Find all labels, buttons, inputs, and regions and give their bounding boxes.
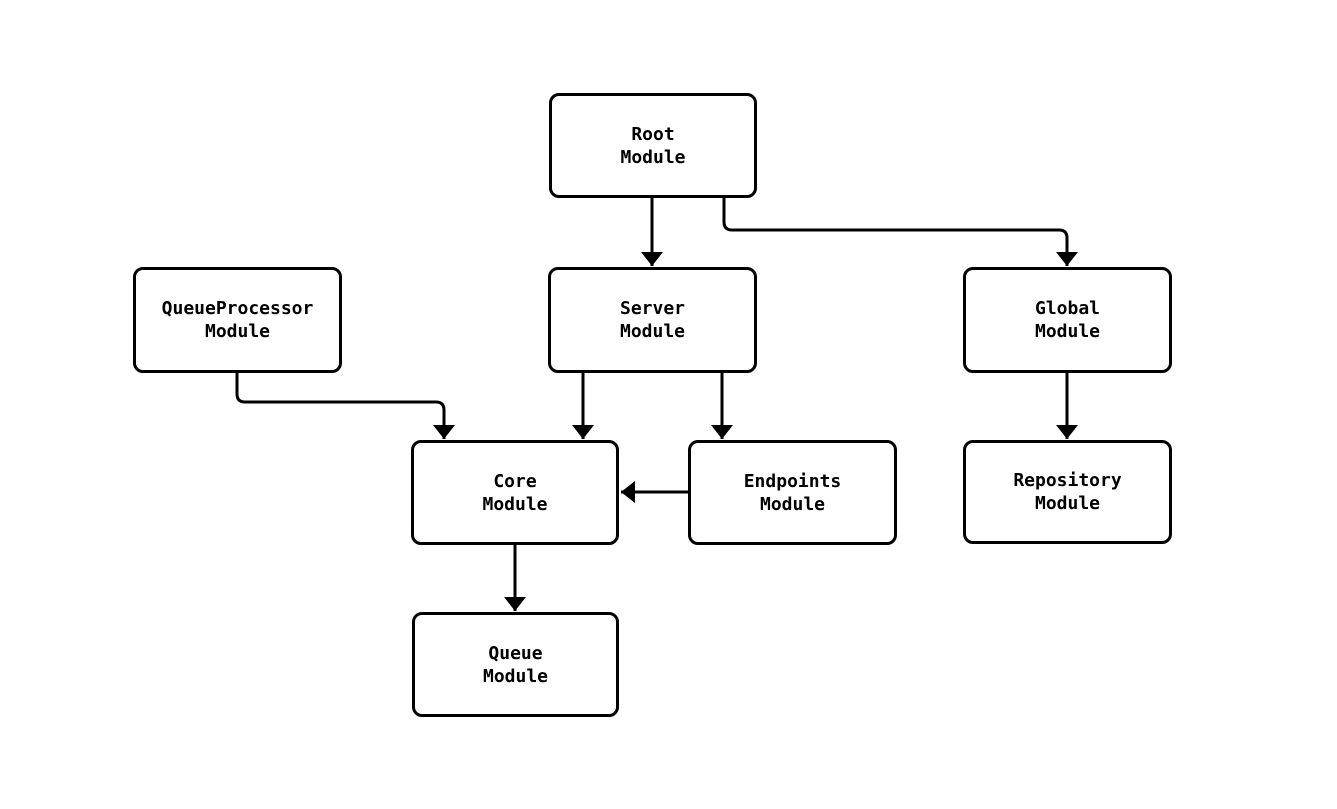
node-global-label-line-1: Global (1034, 298, 1101, 319)
node-global-label-line-2: Module (1034, 321, 1101, 342)
node-server-label-line-2: Module (619, 321, 686, 342)
node-repository-label-line-2: Module (1034, 493, 1101, 514)
node-endpoints-label-line-1: Endpoints (743, 470, 842, 492)
node-endpoints-label-line-2: Module (759, 493, 826, 515)
node-queue-label-line-1: Queue (488, 642, 543, 664)
node-root-label-line-1: Root (631, 123, 675, 145)
node-core-label-line-1: Core (493, 470, 537, 492)
node-queue-label-line-2: Module (482, 665, 549, 687)
node-root-label-line-2: Module (620, 146, 686, 168)
node-queueprocessor-label-line-2: Module (204, 321, 271, 342)
node-core-label-line-2: Module (482, 493, 548, 515)
node-repository-label-line-1: Repository (1013, 470, 1122, 491)
node-queueprocessor-label-line-1: QueueProcessor (161, 298, 314, 319)
node-server-label-line-1: Server (619, 298, 686, 319)
